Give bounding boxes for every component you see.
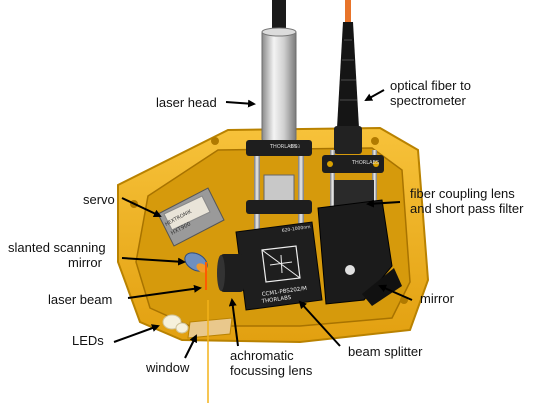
arrow-servo <box>121 197 162 218</box>
arrow-achromatic-lens <box>228 298 239 347</box>
label-achromatic-focussing-lens: achromatic focussing lens <box>230 348 313 378</box>
beam-splitter-cube <box>235 221 323 311</box>
label-beam-splitter: beam splitter <box>348 344 423 359</box>
arrow-laser-beam <box>127 284 202 299</box>
leader-arrows <box>113 89 413 359</box>
arrow-mirror <box>378 284 413 301</box>
arrow-leds <box>113 324 160 343</box>
label-mirror: mirror <box>420 291 454 306</box>
leds <box>162 314 189 334</box>
arrow-window <box>184 334 197 359</box>
servo <box>157 187 225 247</box>
fiber-cage-brand-marking: THORLABS <box>351 160 379 166</box>
label-leds: LEDs <box>72 333 104 348</box>
arrow-laser-head <box>225 99 256 108</box>
window-slot <box>187 317 233 339</box>
arrow-optical-fiber <box>364 89 385 101</box>
laser-cage-rods <box>246 140 312 230</box>
label-fiber-coupling-lens: fiber coupling lens and short pass filte… <box>410 186 524 216</box>
arrow-slanted-mirror <box>121 257 186 266</box>
beam-splitter-brand-marking: THORLABS <box>260 295 292 305</box>
label-laser-head: laser head <box>156 95 217 110</box>
label-window: window <box>146 360 190 375</box>
label-optical-fiber: optical fiber to spectrometer <box>390 78 471 108</box>
cage-brand-marking: THORLABS <box>269 144 297 150</box>
label-servo: servo <box>83 192 115 207</box>
label-laser-beam: laser beam <box>48 292 113 307</box>
arrow-beam-splitter <box>298 300 341 347</box>
cage-plate-marking: SP03 <box>290 144 300 149</box>
arrow-fiber-coupling <box>366 199 401 208</box>
achromatic-lens-tube <box>217 254 244 292</box>
slanted-scanning-mirror <box>184 252 208 273</box>
laser-head <box>261 0 297 143</box>
beam-splitter-range-marking: 620-1000nm <box>281 224 310 234</box>
label-slanted-scanning-mirror: slanted scanning mirror <box>8 240 106 270</box>
optical-fiber <box>334 0 362 154</box>
